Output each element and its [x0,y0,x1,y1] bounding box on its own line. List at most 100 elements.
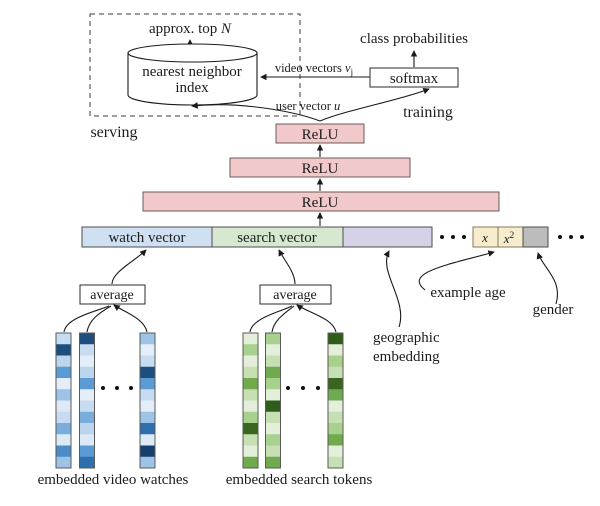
embedding-segment [56,333,71,345]
nearest-neighbor-index-cylinder: nearest neighbor index [127,43,258,106]
embedding-segment [56,423,71,435]
embedding-segment [328,445,343,458]
embedding-segment [265,456,281,469]
embedding-segment [265,400,281,413]
embedding-segment [79,423,95,435]
nn-index-line2: index [175,80,209,96]
embedding-segment [79,389,95,401]
embedding-segment [79,456,95,469]
video-vectors-label: video vectors vj [275,61,353,78]
embedding-segment [79,355,95,368]
geographic-label-line2: embedding [373,349,440,365]
gender-label: gender [533,302,574,318]
user-vector-to-index-curve [191,102,321,122]
x-squared-label: x2 [503,231,515,246]
watch-col2-curve [86,305,112,333]
embedding-segment [79,445,95,458]
embedding-column-border [242,332,259,469]
embedding-segment [79,434,95,446]
embedded-search-column-3 [327,332,344,469]
embedding-column-border [139,332,156,469]
embedding-segment [328,400,343,413]
relu-layer-1 [142,191,500,212]
geographic-embedding-box [342,226,433,248]
ellipsis-dots-left [440,235,466,239]
geographic-label-line1: geographic [373,330,440,346]
embedding-segment [56,366,71,379]
embedding-segment [79,344,95,356]
average-left-label: average [90,288,134,303]
search-vector-label: search vector [237,230,317,246]
embedding-segment [140,344,155,356]
embedding-segment [265,423,281,435]
embedded-video-watches-label: embedded video watches [38,472,189,488]
training-label: training [403,104,453,121]
search-col1-curve [249,305,293,333]
embedding-segment [140,355,155,368]
embedded-search-column-2 [265,332,281,469]
class-probabilities-label: class probabilities [360,31,468,47]
embedding-segment [243,355,258,368]
watch-col3-curve [113,304,148,333]
search-col3-curve [296,304,337,333]
softmax-label: softmax [390,71,439,87]
user-vector-label: user vector u [276,99,341,113]
gender-box [522,226,549,248]
embedded-video-column-3 [139,332,156,469]
embedding-segment [265,344,281,356]
average-box-left [79,284,146,305]
embedding-segment [243,378,258,390]
search-col2-curve [271,305,295,333]
embedding-segment [56,411,71,424]
cylinder-top [127,43,258,63]
relu-to-softmax-curve [319,88,430,122]
watch-col1-curve [63,305,110,333]
embedding-segment [140,389,155,401]
embedding-segment [79,400,95,413]
embedding-segment [140,378,155,390]
embedding-segment [140,411,155,424]
embedding-column-border [265,332,281,469]
embedding-segment [243,434,258,446]
embedded-video-column-1 [55,332,72,469]
embedding-column-border [79,332,95,469]
embedding-segment [140,400,155,413]
avg-to-search-curve [278,249,296,285]
embedding-segment [243,445,258,458]
ellipsis-dots-right [558,235,584,239]
embedding-segment [56,456,71,469]
embedding-segment [243,400,258,413]
embedding-segment [140,366,155,379]
relu-layer-3 [275,123,365,144]
geographic-curve [383,250,402,328]
embedding-segment [328,366,343,379]
embedding-segment [140,445,155,458]
embedding-segment [265,389,281,401]
serving-dashed-box [89,13,301,117]
embedding-segment [56,434,71,446]
embedding-segment [328,434,343,446]
avg-to-watch-curve [111,249,147,285]
embedded-search-tokens-label: embedded search tokens [226,472,373,488]
embedding-segment [265,355,281,368]
embedding-segment [140,456,155,469]
embedded-search-column-1 [242,332,259,469]
relu-layer-2 [229,157,411,178]
embedding-segment [328,355,343,368]
embedding-segment [265,411,281,424]
embedding-segment [243,389,258,401]
embedding-segment [265,333,281,345]
embedding-segment [140,423,155,435]
embedding-column-border [327,332,344,469]
example-age-label: example age [430,285,506,301]
embedding-segment [243,423,258,435]
embedding-segment [56,389,71,401]
relu1-label: ReLU [302,195,339,211]
embedding-segment [243,344,258,356]
relu3-label: ReLU [302,127,339,143]
embedding-segment [56,445,71,458]
search-columns-ellipsis [286,386,320,390]
embedding-segment [56,378,71,390]
